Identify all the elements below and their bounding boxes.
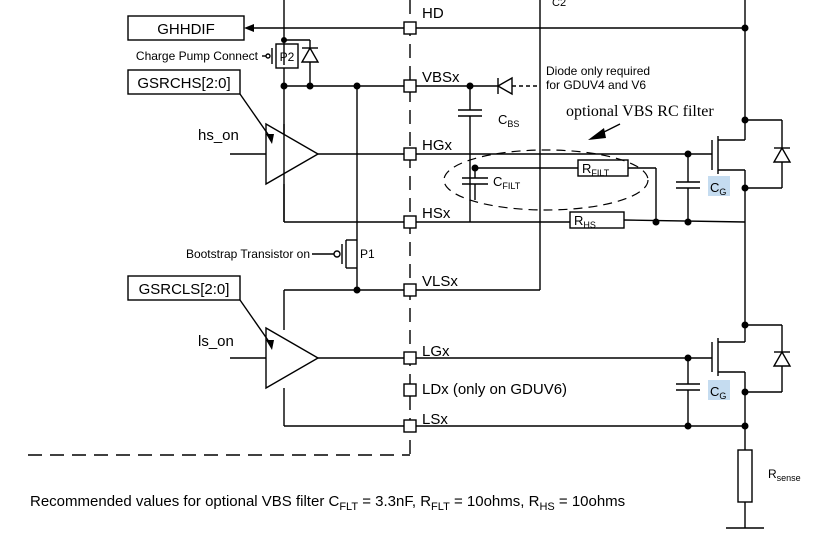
pin-label-hg: HGx <box>422 137 453 154</box>
cg-high-highlight <box>708 176 730 196</box>
node-dot <box>741 24 749 32</box>
ls-on-label: ls_on <box>198 333 234 350</box>
gsrchs-box <box>127 69 241 95</box>
cg-low-label: CG <box>710 384 726 401</box>
ls-driver-amplifier <box>265 326 320 390</box>
gsrchs-arrow-icon <box>266 134 274 144</box>
node-dot <box>741 422 749 430</box>
hs-driver-amplifier <box>265 122 320 186</box>
pin-label-ls: LSx <box>422 411 448 428</box>
node-dot <box>741 116 749 124</box>
pin-ls <box>403 419 417 433</box>
pin-label-vbs: VBSx <box>422 69 460 86</box>
footnote: Recommended values for optional VBS filt… <box>30 493 625 513</box>
pin-hd <box>403 21 417 35</box>
pin-lg <box>403 351 417 365</box>
charge-pump-label: Charge Pump Connect <box>136 49 259 63</box>
p2-label: P2 <box>280 50 295 64</box>
pin-label-ld: LDx (only on GDUV6) <box>422 381 567 398</box>
rc-filter-arrow-icon <box>588 128 606 140</box>
cg-high-label: CG <box>710 180 726 197</box>
node-dot <box>652 218 660 226</box>
gsrchs-wire <box>239 93 273 141</box>
diode-note-1: Diode only required <box>546 64 650 78</box>
hs-source-wire <box>623 219 746 223</box>
node-dot <box>353 286 361 294</box>
gsrcls-label: GSRCLS[2:0] <box>139 281 230 298</box>
p1-label: P1 <box>360 247 375 261</box>
cfilt-label: CFILT <box>493 174 521 191</box>
pin-label-lg: LGx <box>422 343 450 360</box>
gsrchs-label: GSRCHS[2:0] <box>137 75 230 92</box>
node-dot <box>741 321 749 329</box>
p2-body-diode-icon <box>300 46 320 63</box>
pin-label-hs: HSx <box>422 205 451 222</box>
node-dot <box>741 184 749 192</box>
rfilt-label: RFILT <box>582 161 610 178</box>
node-dot <box>281 37 287 43</box>
pin-hs <box>403 215 417 229</box>
diode-note-2: for GDUV4 and V6 <box>546 78 646 92</box>
p1-gate-bubble <box>333 250 341 258</box>
bootstrap-diode-icon <box>496 76 513 96</box>
node-dot <box>741 388 749 396</box>
rhs-label: RHS <box>574 213 596 230</box>
pin-vls <box>403 283 417 297</box>
gsrcls-box <box>127 275 241 301</box>
hd-arrow-icon <box>244 24 254 32</box>
p2-gate-bubble <box>265 53 271 59</box>
cg-low-highlight <box>708 380 730 400</box>
pin-hg <box>403 147 417 161</box>
rc-filter-note: optional VBS RC filter <box>566 103 714 120</box>
ghhdif-label: GHHDIF <box>157 21 215 38</box>
p2-transistor <box>275 43 299 69</box>
cbs-label: CBS <box>498 112 519 129</box>
node-dot <box>306 82 314 90</box>
pin-label-vls: VLSx <box>422 273 458 290</box>
hs-on-label: hs_on <box>198 127 239 144</box>
pin-label-hd: HD <box>422 5 444 22</box>
node-dot <box>684 218 692 226</box>
gsrcls-wire <box>239 299 273 347</box>
rsense-resistor <box>737 449 753 503</box>
rc-filter-ellipse <box>443 149 649 211</box>
low-side-mosfet <box>711 324 792 450</box>
bootstrap-label: Bootstrap Transistor on <box>186 247 310 261</box>
gsrcls-arrow-icon <box>266 340 274 350</box>
high-side-mosfet <box>711 0 792 325</box>
pin-ld <box>403 383 417 397</box>
rsense-label: Rsense <box>768 467 801 483</box>
pin-vbs <box>403 79 417 93</box>
c2-label: C2 <box>552 0 566 9</box>
